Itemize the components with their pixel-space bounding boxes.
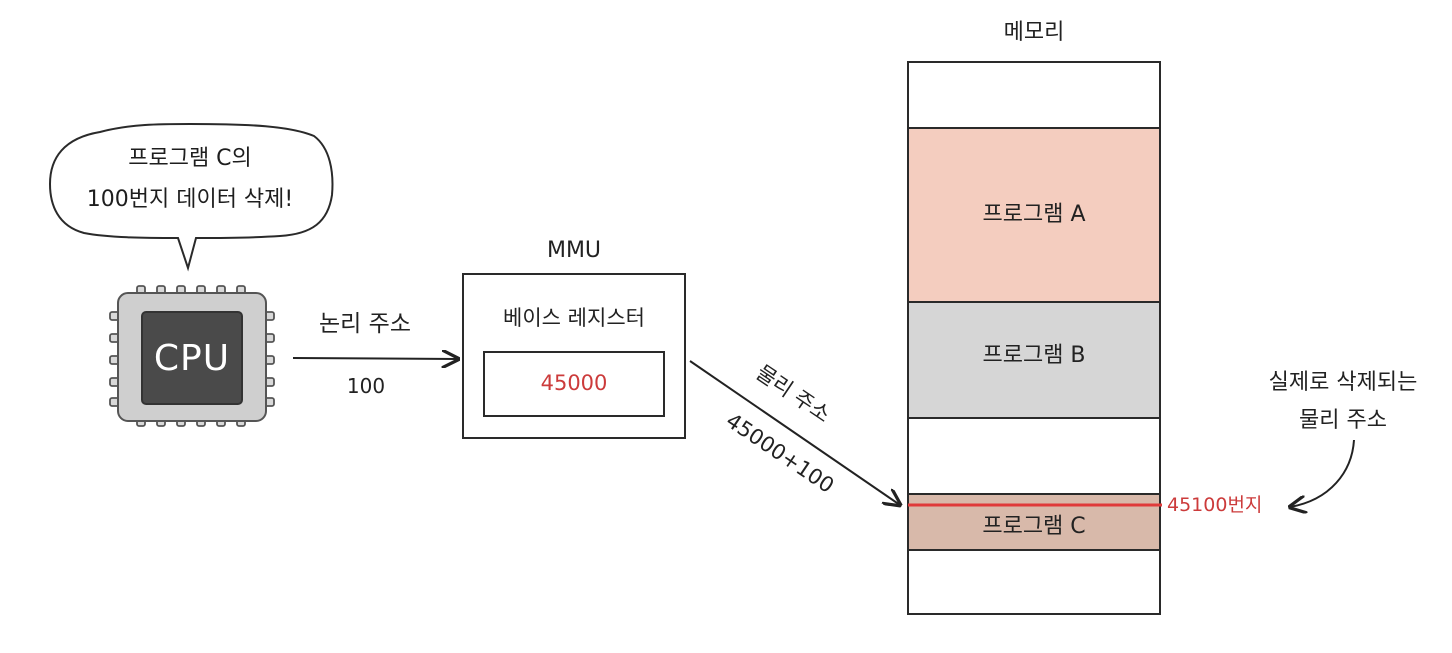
memory-segment-label-b: 프로그램 B: [982, 343, 1086, 368]
memory-segment-label-c: 프로그램 C: [982, 514, 1086, 539]
annotation-curved-arrow: [1290, 439, 1355, 507]
base-register-label: 베이스 레지스터: [503, 306, 645, 330]
memory-segment-label-a: 프로그램 A: [982, 202, 1086, 227]
annotation-line-2: 물리 주소: [1299, 408, 1387, 433]
memory-title: 메모리: [1003, 20, 1065, 45]
target-address-label: 45100번지: [1167, 494, 1263, 516]
speech-bubble: [48, 122, 334, 272]
cpu-label: CPU: [153, 338, 231, 379]
annotation-line-1: 실제로 삭제되는: [1268, 370, 1418, 395]
logical-address-value: 100: [346, 374, 386, 398]
logical-address-arrow: [292, 358, 458, 359]
logical-address-title: 논리 주소: [319, 311, 411, 337]
memory-segment-program-a: [907, 127, 1161, 303]
mmu-title: MMU: [546, 238, 602, 263]
base-register-box: [483, 351, 665, 417]
speech-bubble-text-2: 100번지 데이터 삭제!: [86, 187, 294, 212]
memory-segment-program-b: [907, 301, 1161, 419]
cpu-core: [141, 311, 243, 405]
base-register-value: 45000: [540, 371, 608, 395]
speech-bubble-text-1: 프로그램 C의: [128, 146, 252, 171]
memory-segment-program-c: [907, 493, 1161, 551]
physical-address-arrow: [689, 360, 900, 505]
